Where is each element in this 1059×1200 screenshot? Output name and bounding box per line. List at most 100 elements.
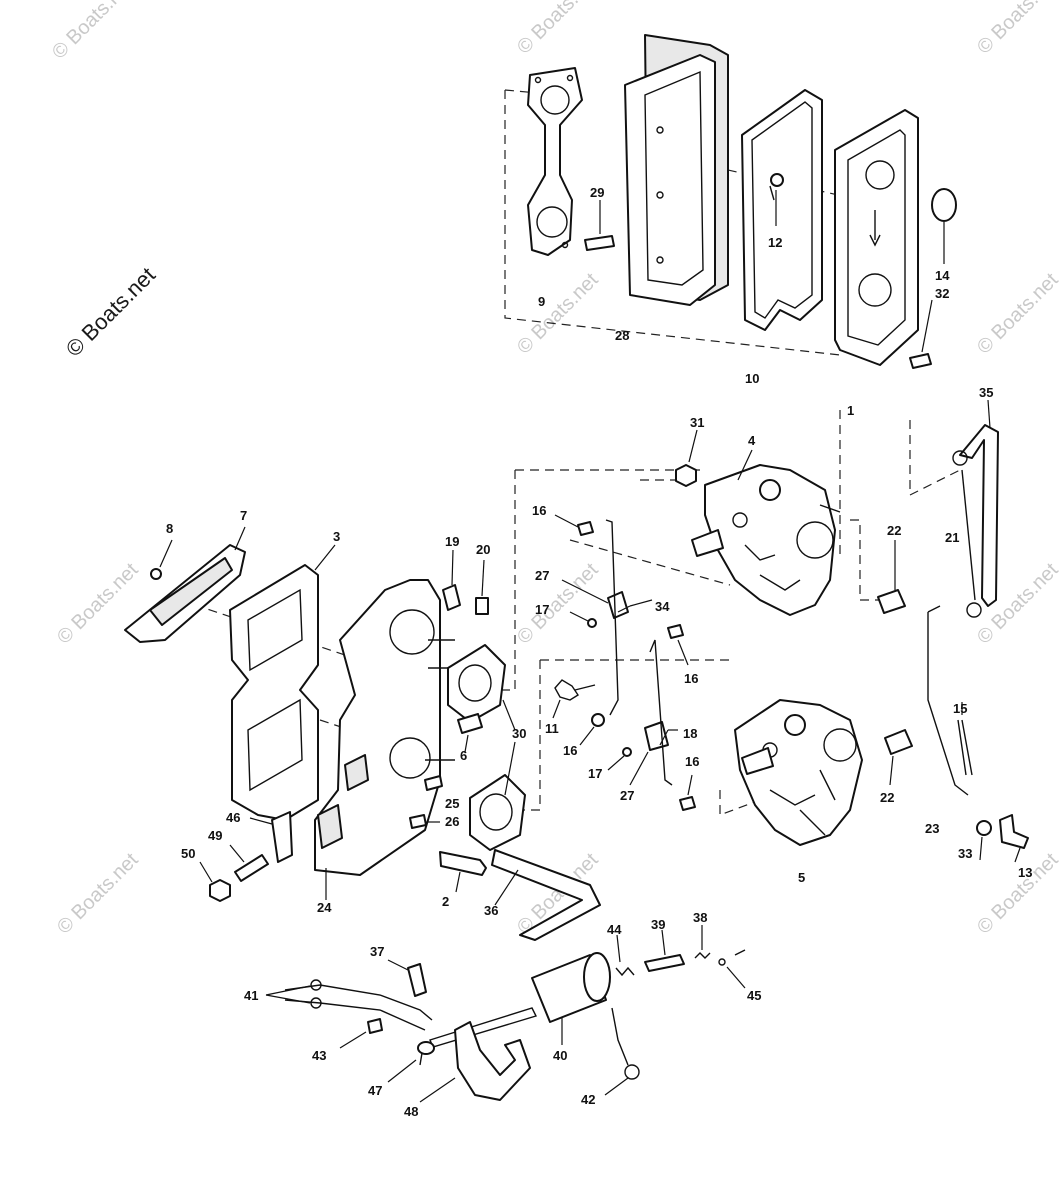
- callout-label: 17: [535, 602, 549, 617]
- callout-label: 44: [607, 922, 622, 937]
- part-16-plug-a: [554, 514, 594, 536]
- callout-label: 47: [368, 1083, 382, 1098]
- callout-label: 22: [880, 790, 894, 805]
- callout-label: 15: [953, 701, 967, 716]
- part-8-screw: [150, 539, 173, 580]
- part-4-carburetor-upper: [691, 449, 841, 616]
- callout-label: 12: [768, 235, 782, 250]
- callout-label: 38: [693, 910, 707, 925]
- callout-label: 7: [240, 508, 247, 523]
- callout-label: 11: [545, 721, 559, 736]
- part-39-plunger: [644, 929, 685, 972]
- part-13-lever: [999, 814, 1029, 863]
- callout-label: 18: [683, 726, 697, 741]
- part-12-screw: [769, 173, 784, 226]
- watermark: © Boats.net: [973, 0, 1059, 59]
- callout-labels: 9 29 28 12 10 14 32 1 35 31 4 22 21 16 2…: [166, 185, 1032, 1119]
- callout-label: 14: [935, 268, 950, 283]
- callout-label: 35: [979, 385, 993, 400]
- part-30-carb-gasket: [447, 644, 526, 851]
- part-21-clamp: [952, 450, 982, 618]
- callout-label: 16: [685, 754, 699, 769]
- part-41-wire-leads: [265, 979, 433, 1031]
- callout-label: 1: [847, 403, 854, 418]
- callout-label: 8: [166, 521, 173, 536]
- part-16-plug-c: [579, 713, 605, 746]
- part-28-air-silencer-base: [624, 34, 729, 306]
- part-17-screw-upper: [569, 611, 597, 628]
- part-6-screw: [457, 713, 483, 753]
- callout-label: 22: [887, 523, 901, 538]
- part-24-intake-manifold: [314, 579, 455, 900]
- part-43-screw: [339, 1018, 383, 1049]
- watermark-main: © Boats.net: [61, 262, 160, 361]
- part-37-connector: [387, 959, 427, 997]
- callout-label: 24: [317, 900, 332, 915]
- part-2-bolt: [439, 851, 487, 893]
- part-35-fuel-hose: [959, 399, 999, 607]
- part-47-screw: [387, 1041, 435, 1083]
- watermark: © Boats.net: [973, 849, 1059, 939]
- callout-label: 3: [333, 529, 340, 544]
- part-31-nut: [675, 429, 698, 487]
- callout-label: 50: [181, 846, 195, 861]
- part-10-gasket: [741, 89, 823, 331]
- part-49-screw: [229, 844, 269, 882]
- callout-label: 37: [370, 944, 384, 959]
- part-3-leaf-plate-gasket: [229, 544, 336, 821]
- callout-label: 16: [684, 671, 698, 686]
- part-36-hose: [491, 849, 601, 941]
- part-26-screw: [409, 814, 440, 829]
- part-7-reed-plate: [124, 526, 246, 643]
- part-16-plug-b: [667, 624, 689, 666]
- part-23-link-rod: [927, 605, 969, 796]
- part-25-screw: [424, 775, 443, 791]
- part-18-link-rod: [649, 639, 678, 786]
- part-48-mounting-bracket: [419, 1021, 531, 1103]
- callout-label: 27: [620, 788, 634, 803]
- part-14-plug: [931, 188, 957, 264]
- part-11-spring-clip: [552, 679, 596, 719]
- callout-label: 9: [538, 294, 545, 309]
- watermark: © Boats.net: [973, 269, 1059, 359]
- callout-label: 49: [208, 828, 222, 843]
- part-50-nut: [199, 861, 231, 902]
- callout-label: 48: [404, 1104, 418, 1119]
- callout-label: 32: [935, 286, 949, 301]
- watermark: © Boats.net: [48, 0, 138, 64]
- watermark: © Boats.net: [513, 269, 603, 359]
- watermark: © Boats.net: [53, 559, 143, 649]
- part-19-tab-washer: [442, 549, 461, 611]
- part-9-intake-gasket: [527, 67, 583, 256]
- callout-label: 4: [748, 433, 756, 448]
- part-33-bushing: [976, 820, 992, 861]
- part-29-pin: [584, 200, 615, 251]
- part-42-ground-wire: [604, 1007, 640, 1096]
- part-15-springs: [957, 702, 973, 776]
- part-5-carburetor-lower: [734, 699, 863, 846]
- callout-label: 33: [958, 846, 972, 861]
- part-20-screw: [475, 559, 489, 615]
- callout-label: 46: [226, 810, 240, 825]
- part-27-bracket-upper: [561, 579, 629, 619]
- callout-label: 29: [590, 185, 604, 200]
- callout-label: 25: [445, 796, 459, 811]
- callout-label: 10: [745, 371, 759, 386]
- callout-label: 40: [553, 1048, 567, 1063]
- watermark: © Boats.net: [513, 0, 603, 59]
- callout-label: 41: [244, 988, 258, 1003]
- part-32-screw: [909, 299, 933, 369]
- callout-label: 5: [798, 870, 805, 885]
- callout-label: 21: [945, 530, 959, 545]
- watermark: © Boats.net: [53, 849, 143, 939]
- callout-label: 42: [581, 1092, 595, 1107]
- part-34-link-rod: [605, 519, 653, 716]
- callout-label: 43: [312, 1048, 326, 1063]
- part-45-washer: [718, 949, 746, 989]
- callout-label: 16: [563, 743, 577, 758]
- part-1-silencer-cover: [834, 109, 919, 366]
- callout-label: 34: [655, 599, 670, 614]
- callout-label: 27: [535, 568, 549, 583]
- callout-label: 28: [615, 328, 629, 343]
